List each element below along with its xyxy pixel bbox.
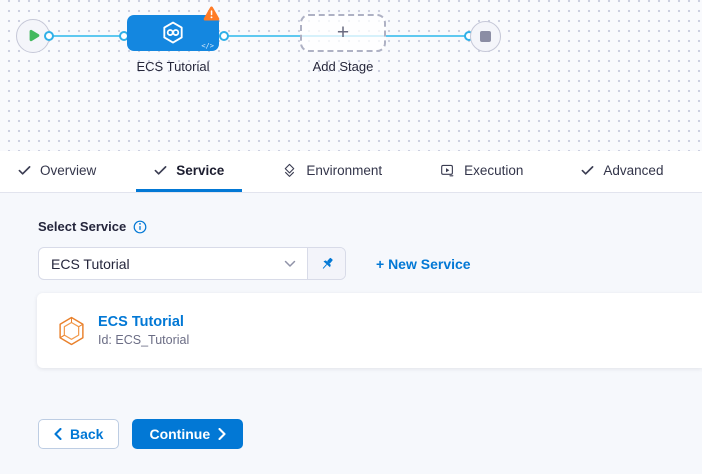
play-square-icon [440, 163, 455, 178]
tab-label: Advanced [603, 162, 664, 178]
pin-button[interactable] [307, 248, 345, 279]
tab-label: Environment [306, 162, 383, 178]
tab-execution[interactable]: Execution [422, 151, 541, 192]
footer-actions: Back Continue [38, 419, 244, 449]
pipeline-canvas: </> ECS Tutorial + Add Stage [0, 0, 702, 151]
tab-label: Service [176, 162, 225, 178]
service-select-group: ECS Tutorial [38, 247, 346, 280]
continue-button[interactable]: Continue [132, 419, 244, 449]
select-service-label: Select Service [38, 219, 127, 234]
add-stage-label: Add Stage [312, 59, 374, 74]
check-icon [18, 165, 31, 176]
service-select-value: ECS Tutorial [51, 255, 130, 272]
warning-icon [203, 6, 220, 21]
continue-label: Continue [149, 426, 211, 442]
service-card-title[interactable]: ECS Tutorial [98, 314, 184, 330]
back-button[interactable]: Back [38, 419, 120, 449]
tab-service[interactable]: Service [136, 151, 243, 192]
back-label: Back [70, 426, 104, 442]
tab-overview[interactable]: Overview [0, 151, 114, 192]
service-card[interactable]: ECS Tutorial Id: ECS_Tutorial [37, 293, 702, 368]
connector-dot [44, 31, 54, 41]
pipeline-link-line [48, 35, 471, 37]
chevron-right-icon [218, 428, 226, 440]
pin-icon [319, 256, 335, 272]
info-icon[interactable] [133, 220, 147, 234]
stage-label: ECS Tutorial [136, 59, 210, 74]
service-card-id: Id: ECS_Tutorial [98, 333, 190, 347]
service-select[interactable]: ECS Tutorial [39, 248, 307, 279]
tab-environment[interactable]: Environment [264, 151, 400, 192]
service-tab-content: Select Service ECS Tutorial [0, 193, 702, 474]
service-hexagon-icon [58, 316, 85, 346]
tab-label: Overview [40, 162, 97, 178]
new-service-link[interactable]: + New Service [376, 255, 471, 272]
stage-tabs: Overview Service Environment Execution A… [0, 151, 702, 193]
layers-icon [282, 163, 297, 178]
play-icon [27, 29, 40, 43]
chevron-left-icon [54, 428, 62, 440]
check-icon [581, 165, 594, 176]
check-icon [154, 165, 167, 176]
tab-label: Execution [464, 162, 524, 178]
chevron-down-icon [284, 260, 296, 268]
code-icon: </> [201, 42, 214, 50]
stage-node-ecs-tutorial[interactable]: </> [127, 6, 220, 51]
tab-advanced[interactable]: Advanced [563, 151, 681, 192]
harness-logo-icon [159, 19, 187, 47]
plus-icon: + [336, 21, 350, 44]
stop-icon [480, 31, 491, 42]
connector-dot [219, 31, 229, 41]
pipeline-end-node [470, 21, 501, 52]
add-stage-button[interactable]: + [300, 14, 386, 52]
